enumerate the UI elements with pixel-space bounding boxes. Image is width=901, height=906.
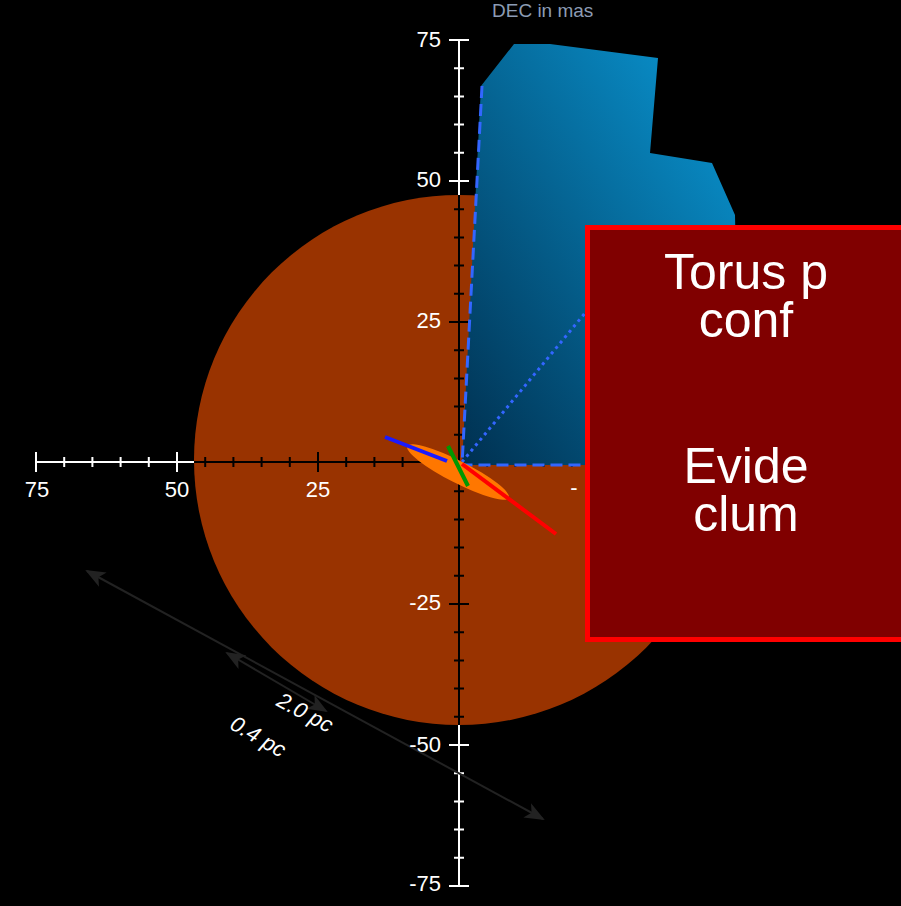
tick-label: 75 xyxy=(25,478,49,502)
tick-label: -75 xyxy=(409,872,441,896)
green-axis xyxy=(448,446,468,486)
callout-text: Evide clum xyxy=(630,442,862,538)
tick-label: -25 xyxy=(409,591,441,615)
scale-label: 2.0 pc xyxy=(273,688,337,737)
tick-label: 50 xyxy=(165,478,189,502)
red-axis xyxy=(462,464,556,534)
tick-label: -50 xyxy=(409,733,441,757)
callout-text: Torus p conf xyxy=(630,248,862,344)
tick-label: 50 xyxy=(417,168,441,192)
blue-axis xyxy=(385,437,447,461)
scale-arrow xyxy=(87,571,543,819)
tick-label: 25 xyxy=(417,309,441,333)
axis-title: DEC in mas xyxy=(492,1,593,21)
scale-label: 0.4 pc xyxy=(226,712,290,763)
cone-edge-dashed xyxy=(462,86,585,465)
inner-disc xyxy=(402,436,514,507)
tick-label: 75 xyxy=(417,28,441,52)
cone-axis-dotted xyxy=(462,307,590,462)
callout-box: Torus p confEvide clum xyxy=(585,225,901,642)
tick-label: - xyxy=(570,476,577,500)
tick-label: 25 xyxy=(306,478,330,502)
